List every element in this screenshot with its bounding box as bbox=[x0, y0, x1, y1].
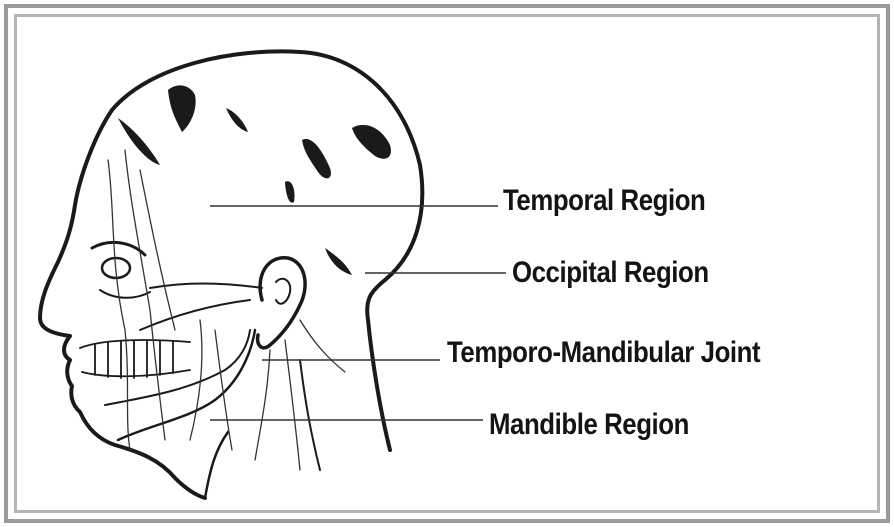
skull-texture bbox=[118, 85, 391, 275]
label-mandible-region: Mandible Region bbox=[489, 410, 689, 440]
label-temporo-mandibular-joint: Temporo-Mandibular Joint bbox=[447, 338, 760, 368]
leader-lines bbox=[210, 206, 506, 420]
face-profile bbox=[40, 110, 205, 498]
label-occipital-region: Occipital Region bbox=[512, 258, 709, 288]
jaw-line bbox=[118, 330, 255, 440]
label-temporal-region: Temporal Region bbox=[503, 186, 705, 216]
neck-front bbox=[205, 432, 228, 498]
teeth bbox=[80, 340, 190, 378]
